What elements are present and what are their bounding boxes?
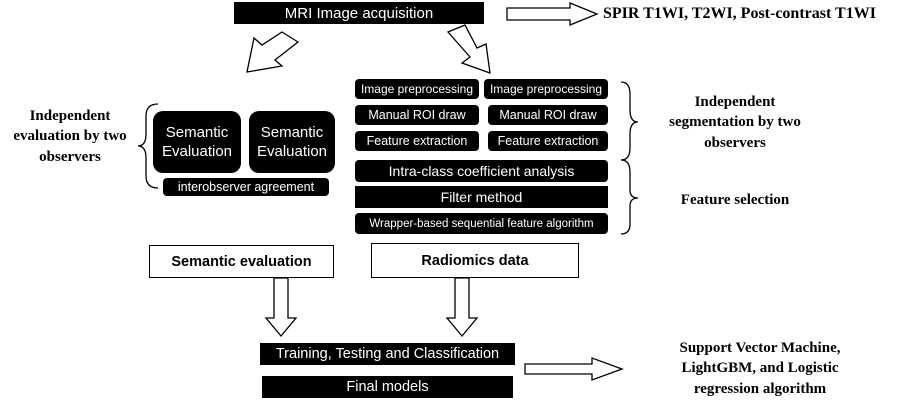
mri-acquisition-box: MRI Image acquisition xyxy=(234,2,484,24)
label-line: Independent xyxy=(694,94,776,110)
sequences-label: SPIR T1WI, T2WI, Post-contrast T1WI xyxy=(603,5,876,22)
brace-right-seg xyxy=(620,81,639,161)
arrow-right-algorithms xyxy=(524,357,624,381)
semantic-evaluation-box-1: Semantic Evaluation xyxy=(153,111,241,173)
radiomics-data-result: Radiomics data xyxy=(371,243,579,278)
arrow-down-left xyxy=(246,31,300,73)
col1-image-preprocessing: Image preprocessing xyxy=(355,79,479,99)
training-testing-box: Training, Testing and Classification xyxy=(260,343,515,365)
intra-class-coefficient-box: Intra-class coefficient analysis xyxy=(355,160,608,182)
feature-selection-label: Feature selection xyxy=(680,192,790,208)
label-line: evaluation by two xyxy=(13,128,127,145)
col2-manual-roi: Manual ROI draw xyxy=(488,105,608,125)
label-line: Support Vector Machine, xyxy=(679,340,841,356)
brace-right-fs xyxy=(620,159,639,235)
col2-image-preprocessing: Image preprocessing xyxy=(484,79,608,99)
col1-feature-extraction: Feature extraction xyxy=(355,131,479,151)
semantic-evaluation-box-2: Semantic Evaluation xyxy=(249,111,335,173)
col2-feature-extraction: Feature extraction xyxy=(488,131,608,151)
independent-segmentation-label: Independent segmentation by two observer… xyxy=(650,92,820,153)
label-line: LightGBM, and Logistic xyxy=(681,360,839,377)
arrow-down-right xyxy=(446,24,491,74)
wrapper-algorithm-box: Wrapper-based sequential feature algorit… xyxy=(355,213,608,234)
box-text: Semantic xyxy=(165,123,229,141)
arrow-down-semantic xyxy=(264,277,298,338)
label-line: observers xyxy=(39,148,101,165)
independent-evaluation-label: Independent evaluation by two observers xyxy=(0,106,140,167)
box-text: Evaluation xyxy=(161,143,233,160)
label-line: regression algorithm xyxy=(693,380,827,397)
col1-manual-roi: Manual ROI draw xyxy=(355,105,479,125)
box-text: Evaluation xyxy=(256,143,328,160)
interobserver-agreement-box: interobserver agreement xyxy=(163,178,329,196)
arrow-right-sequences xyxy=(506,2,599,26)
box-text: Semantic xyxy=(260,123,324,141)
algorithms-label: Support Vector Machine, LightGBM, and Lo… xyxy=(645,338,875,399)
label-line: Independent xyxy=(29,108,111,124)
label-line: segmentation by two xyxy=(669,114,801,131)
arrow-down-radiomics xyxy=(445,277,479,338)
brace-left xyxy=(137,103,159,189)
label-line: observers xyxy=(704,134,766,151)
final-models-box: Final models xyxy=(262,376,513,398)
filter-method-box: Filter method xyxy=(355,186,608,208)
semantic-evaluation-result: Semantic evaluation xyxy=(149,245,334,278)
